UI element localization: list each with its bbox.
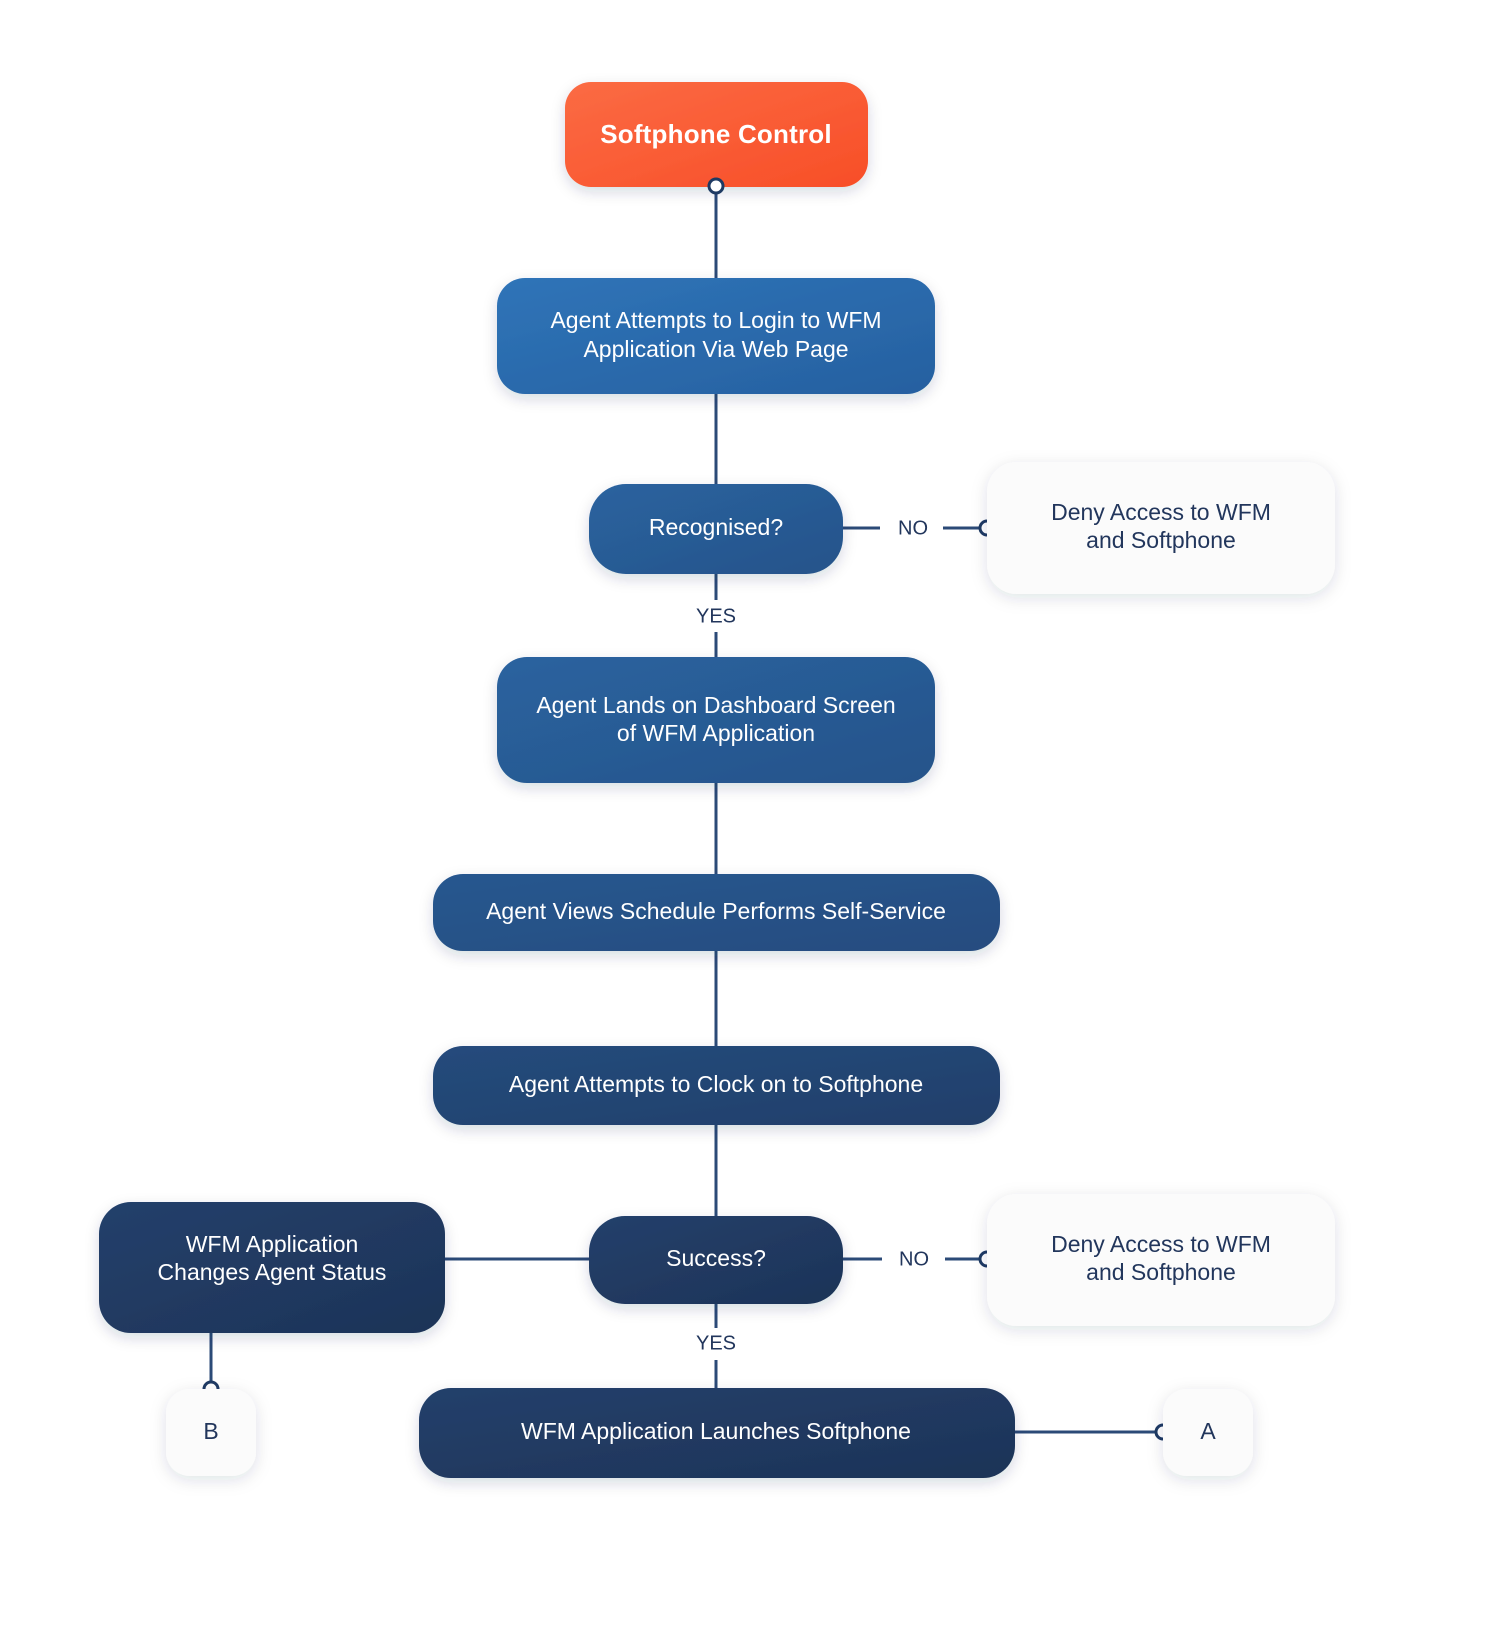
node-success-shape — [589, 1216, 843, 1304]
node-connector-b[interactable]: B — [166, 1389, 256, 1476]
node-dashboard-shape — [497, 657, 935, 783]
node-login-label-line-1: Agent Attempts to Login to WFM — [550, 307, 881, 333]
connector-dot-start — [707, 177, 725, 195]
node-dashboard[interactable]: Agent Lands on Dashboard Screen of WFM A… — [497, 657, 935, 783]
node-login[interactable]: Agent Attempts to Login to WFM Applicati… — [497, 278, 935, 394]
node-status-change-shape — [99, 1202, 445, 1333]
edge-label-yes-1: YES — [696, 605, 736, 627]
node-self-service-label: Agent Views Schedule Performs Self-Servi… — [486, 898, 946, 924]
node-deny-access-2-shape — [987, 1194, 1335, 1326]
node-start-label: Softphone Control — [600, 119, 832, 149]
node-start-softphone-control[interactable]: Softphone Control — [565, 82, 868, 187]
node-deny-access-1[interactable]: Deny Access to WFM and Softphone — [987, 462, 1335, 594]
node-self-service-shape — [433, 874, 1000, 951]
node-self-service[interactable]: Agent Views Schedule Performs Self-Servi… — [433, 874, 1000, 951]
node-connector-b-shape — [166, 1389, 256, 1476]
node-status-change-label-line-2: Changes Agent Status — [158, 1259, 387, 1285]
edge-label-no-2: NO — [899, 1248, 929, 1270]
node-connector-a-shape — [1163, 1389, 1253, 1476]
node-clock-on-label: Agent Attempts to Clock on to Softphone — [509, 1071, 923, 1097]
node-status-change[interactable]: WFM Application Changes Agent Status — [99, 1202, 445, 1333]
node-dashboard-label-line-2: of WFM Application — [617, 720, 815, 746]
node-deny-access-2[interactable]: Deny Access to WFM and Softphone — [987, 1194, 1335, 1326]
node-clock-on-shape — [433, 1046, 1000, 1125]
node-clock-on[interactable]: Agent Attempts to Clock on to Softphone — [433, 1046, 1000, 1125]
node-launch[interactable]: WFM Application Launches Softphone — [419, 1388, 1015, 1478]
node-login-label-line-2: Application Via Web Page — [583, 336, 848, 362]
node-connector-b-label: B — [203, 1418, 218, 1444]
node-login-shape — [497, 278, 935, 394]
node-success[interactable]: Success? — [589, 1216, 843, 1304]
node-status-change-label-line-1: WFM Application — [186, 1231, 359, 1257]
edge-label-no-1: NO — [898, 517, 928, 539]
node-launch-shape — [419, 1388, 1015, 1478]
node-start-shape — [565, 82, 868, 187]
node-success-label: Success? — [666, 1245, 766, 1271]
node-deny-access-1-label-line-2: and Softphone — [1086, 527, 1236, 553]
node-deny-access-2-label-line-2: and Softphone — [1086, 1259, 1236, 1285]
node-dashboard-label-line-1: Agent Lands on Dashboard Screen — [536, 692, 895, 718]
node-recognised-shape — [589, 484, 843, 574]
node-connector-a-label: A — [1200, 1418, 1216, 1444]
node-recognised[interactable]: Recognised? — [589, 484, 843, 574]
node-connector-a[interactable]: A — [1163, 1389, 1253, 1476]
node-deny-access-1-label-line-1: Deny Access to WFM — [1051, 499, 1271, 525]
node-launch-label: WFM Application Launches Softphone — [521, 1418, 911, 1444]
node-deny-access-1-shape — [987, 462, 1335, 594]
edge-label-yes-2: YES — [696, 1332, 736, 1354]
node-deny-access-2-label-line-1: Deny Access to WFM — [1051, 1231, 1271, 1257]
node-recognised-label: Recognised? — [649, 514, 783, 540]
